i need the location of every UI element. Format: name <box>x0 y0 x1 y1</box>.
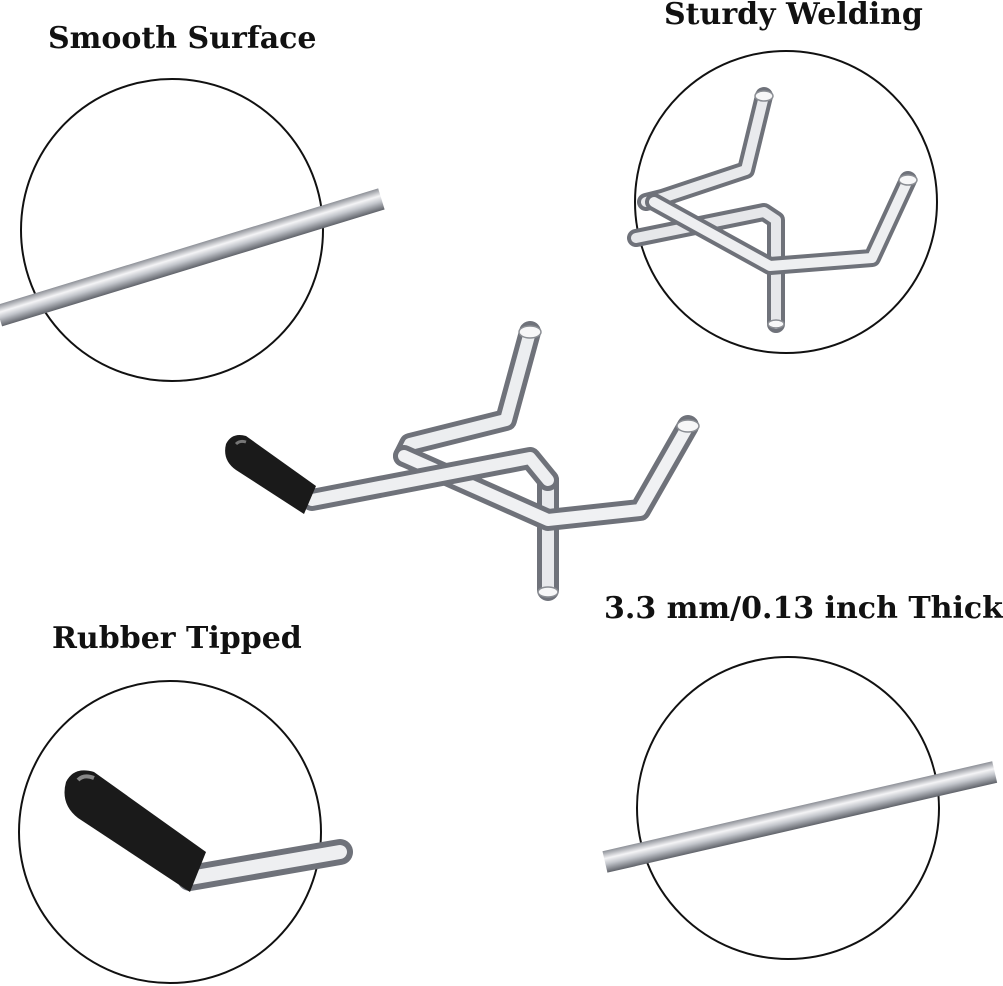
weld-closeup <box>627 87 918 333</box>
zoom-circle-thickness <box>602 656 998 960</box>
wire-closeup-thickness <box>602 761 998 873</box>
feature-label-smooth-surface: Smooth Surface <box>48 21 317 56</box>
zoom-circle-rubber-tipped <box>18 680 353 984</box>
zoom-circle-smooth-surface <box>0 78 385 382</box>
feature-label-thickness: 3.3 mm/0.13 inch Thick <box>604 591 1003 626</box>
feature-label-sturdy-welding: Sturdy Welding <box>664 0 923 32</box>
pegboard-hook <box>225 321 700 601</box>
feature-label-rubber-tipped: Rubber Tipped <box>52 621 302 656</box>
rubber-tip-closeup <box>64 770 353 892</box>
wire-closeup-smooth <box>0 188 385 327</box>
rubber-tip <box>225 435 316 514</box>
zoom-circle-sturdy-welding <box>627 50 938 354</box>
